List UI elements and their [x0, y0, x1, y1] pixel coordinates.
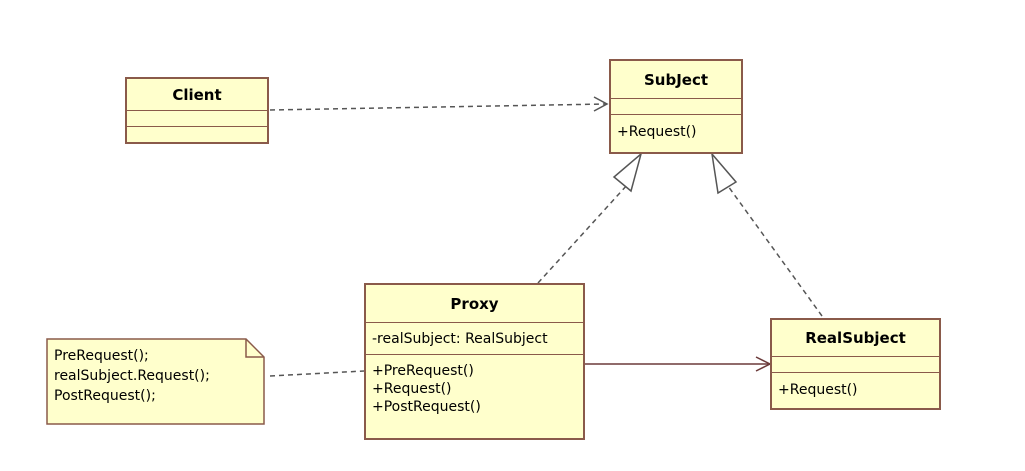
note-fold: [245, 339, 264, 358]
operation-subject-request: +Request(): [617, 124, 697, 140]
note-line-realsubject-request: realSubject.Request();: [54, 368, 210, 384]
class-subject-name: SubJect: [611, 61, 741, 99]
note-line-prerequest: PreRequest();: [54, 348, 149, 364]
note-comment[interactable]: PreRequest(); realSubject.Request(); Pos…: [48, 346, 262, 422]
class-proxy[interactable]: Proxy -realSubject: RealSubject +PreRequ…: [364, 283, 585, 440]
operation-proxy-request: +Request(): [372, 381, 452, 397]
class-realsubject-operations: +Request(): [772, 373, 939, 399]
operation-proxy-prerequest: +PreRequest(): [372, 363, 474, 379]
attribute-proxy-realsubject: -realSubject: RealSubject: [372, 331, 548, 347]
class-subject[interactable]: SubJect +Request(): [609, 59, 743, 154]
class-client-attributes: [127, 111, 267, 127]
class-subject-attributes: [611, 99, 741, 115]
class-client[interactable]: Client: [125, 77, 269, 144]
class-proxy-name: Proxy: [366, 285, 583, 323]
realization-realsubject-subject: [727, 185, 823, 317]
dependency-arrowhead: [593, 96, 609, 112]
class-proxy-operations: +PreRequest() +Request() +PostRequest(): [366, 355, 583, 416]
class-client-name: Client: [127, 79, 267, 111]
class-realsubject-attributes: [772, 357, 939, 373]
class-proxy-attributes: -realSubject: RealSubject: [366, 323, 583, 355]
class-client-operations: [127, 127, 267, 143]
note-anchor-line: [269, 370, 365, 377]
class-realsubject-name: RealSubject: [772, 320, 939, 357]
class-subject-operations: +Request(): [611, 115, 741, 141]
realization-arrowhead-proxy: [612, 151, 643, 193]
note-line-postrequest: PostRequest();: [54, 388, 156, 404]
class-realsubject[interactable]: RealSubject +Request(): [770, 318, 941, 410]
realization-arrowhead-realsubject: [710, 151, 738, 195]
operation-proxy-postrequest: +PostRequest(): [372, 399, 481, 415]
operation-realsubject-request: +Request(): [778, 382, 858, 398]
dependency-client-subject: [269, 103, 607, 111]
note-shape: [46, 338, 265, 425]
realization-proxy-subject: [537, 183, 629, 284]
